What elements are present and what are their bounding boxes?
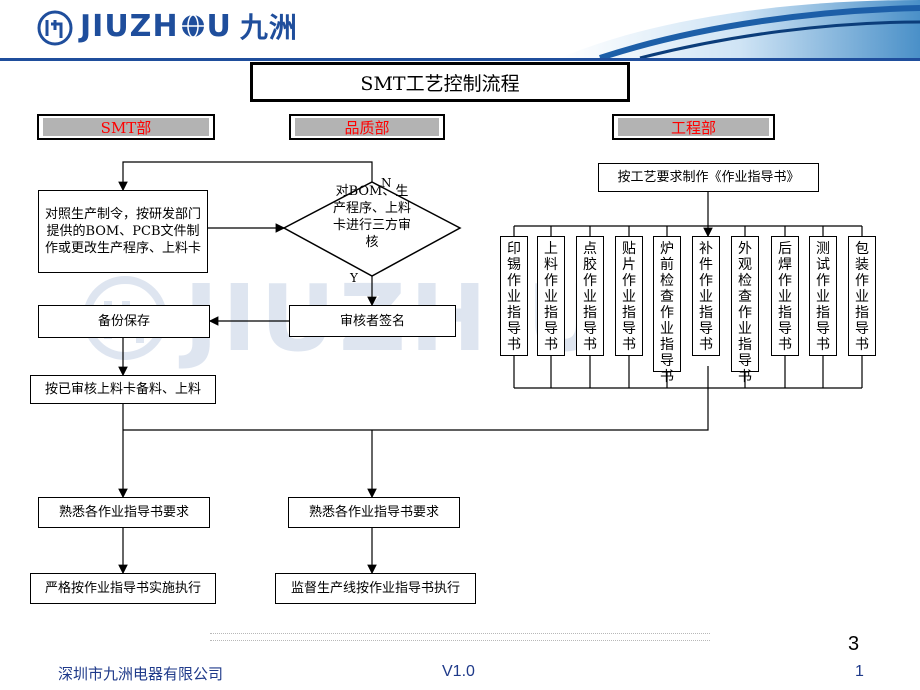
footer-dotted-line [210, 633, 710, 634]
smt-step-familiar: 熟悉各作业指导书要求 [38, 497, 210, 528]
diagram-title-frame: SMT工艺控制流程 [250, 62, 630, 102]
work-instruction-label: 贴片作业指导书 [622, 241, 636, 353]
header-divider [0, 58, 920, 61]
work-instruction-label: 点胶作业指导书 [583, 241, 597, 353]
footer-version: V1.0 [442, 663, 475, 680]
work-instruction-9: 测试作业指导书 [809, 236, 837, 356]
jiuzhou-logo-icon [37, 10, 73, 46]
brand-logo: JIUZH U 九洲 [80, 8, 298, 45]
smt-step-program: 对照生产制令，按研发部门提供的BOM、PCB文件制作或更改生产程序、上料卡 [38, 190, 208, 273]
quality-step-supervise-label: 监督生产线按作业指导书执行 [290, 581, 460, 596]
work-instruction-5: 炉前检查作业指导书 [653, 236, 681, 385]
work-instruction-label: 上料作业指导书 [544, 241, 558, 353]
work-instruction-label: 后焊作业指导书 [778, 241, 792, 353]
quality-step-sign-label: 审核者签名 [339, 313, 405, 329]
department-quality: 品质部 [289, 114, 445, 140]
smt-step-familiar-label: 熟悉各作业指导书要求 [58, 505, 189, 520]
work-instruction-8: 后焊作业指导书 [771, 236, 799, 356]
review-decision-label: 对BOM、生产程序、上料卡进行三方审核 [330, 183, 414, 251]
brand-logo-text2: U [206, 8, 232, 44]
smt-step-prepare: 按已审核上料卡备料、上料 [30, 375, 216, 404]
department-engineering: 工程部 [612, 114, 775, 140]
header-banner: JIUZH U 九洲 [0, 0, 920, 61]
smt-step-program-label: 对照生产制令，按研发部门提供的BOM、PCB文件制作或更改生产程序、上料卡 [44, 207, 201, 256]
work-instruction-4: 贴片作业指导书 [615, 236, 643, 356]
work-instruction-label: 外观检查作业指导书 [738, 241, 752, 385]
smt-step-backup-label: 备份保存 [97, 314, 150, 329]
smt-step-execute-label: 严格按作业指导书实施执行 [44, 581, 201, 596]
smt-step-execute: 严格按作业指导书实施执行 [30, 573, 216, 604]
header-swoosh [560, 0, 920, 61]
footer-company: 深圳市九洲电器有限公司 [58, 665, 224, 683]
globe-icon [181, 14, 204, 38]
work-instruction-2: 上料作业指导书 [537, 236, 565, 356]
smt-step-prepare-label: 按已审核上料卡备料、上料 [44, 382, 201, 397]
brand-logo-text: JIUZH [80, 8, 179, 44]
department-quality-label: 品质部 [344, 118, 390, 137]
work-instruction-1: 印锡作业指导书 [500, 236, 528, 356]
quality-step-supervise: 监督生产线按作业指导书执行 [275, 573, 476, 604]
engineering-make-docs: 按工艺要求制作《作业指导书》 [598, 163, 819, 192]
work-instruction-10: 包装作业指导书 [848, 236, 876, 356]
brand-logo-cn: 九洲 [239, 11, 298, 44]
review-decision-diamond [282, 181, 462, 277]
decision-yes-label: Y [350, 271, 358, 285]
engineering-make-docs-label: 按工艺要求制作《作业指导书》 [617, 170, 800, 185]
work-instruction-label: 炉前检查作业指导书 [660, 241, 674, 385]
work-instruction-label: 包装作业指导书 [855, 241, 869, 353]
decision-no-label: N [381, 176, 392, 190]
department-smt: SMT部 [37, 114, 215, 140]
work-instruction-label: 印锡作业指导书 [507, 241, 521, 353]
department-smt-label: SMT部 [100, 118, 152, 137]
quality-step-familiar: 熟悉各作业指导书要求 [288, 497, 460, 528]
review-decision-text: 对BOM、生产程序、上料卡进行三方审核 [332, 184, 411, 250]
work-instruction-3: 点胶作业指导书 [576, 236, 604, 356]
quality-step-familiar-label: 熟悉各作业指导书要求 [308, 505, 439, 520]
quality-step-sign: 审核者签名 [289, 305, 456, 337]
footer-dotted-line-2 [210, 640, 710, 641]
smt-step-backup: 备份保存 [38, 305, 210, 338]
diagram-title: SMT工艺控制流程 [360, 72, 520, 95]
slide-number: 3 [848, 633, 860, 655]
work-instruction-7: 外观检查作业指导书 [731, 236, 759, 385]
footer-page-index: 1 [855, 663, 864, 680]
work-instruction-label: 测试作业指导书 [816, 241, 830, 353]
work-instruction-label: 补件作业指导书 [699, 241, 713, 353]
work-instruction-6: 补件作业指导书 [692, 236, 720, 356]
department-engineering-label: 工程部 [670, 118, 716, 137]
